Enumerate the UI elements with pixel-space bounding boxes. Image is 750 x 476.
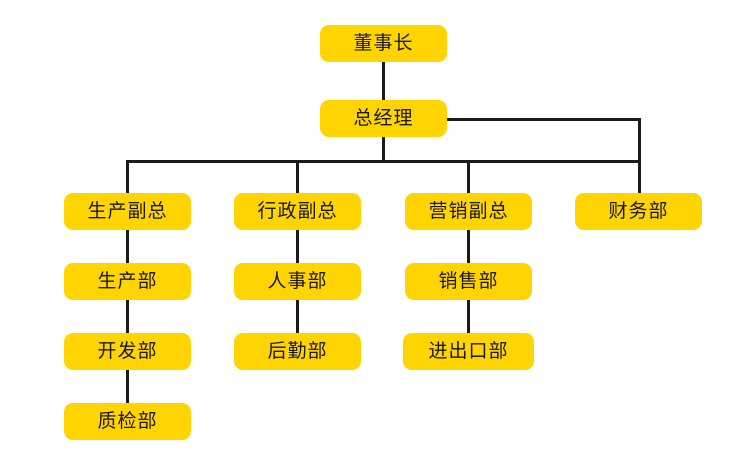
node-chairman[interactable]: 董事长: [320, 25, 447, 62]
connector-finance-drop: [638, 118, 641, 193]
node-production-vp-label: 生产副总: [87, 200, 168, 222]
connector-bus-to-admin-vp: [296, 160, 299, 193]
node-finance-dept-label: 财务部: [608, 200, 669, 222]
node-general-manager-label: 总经理: [353, 107, 414, 129]
node-marketing-vp[interactable]: 营销副总: [405, 193, 532, 230]
node-marketing-vp-label: 营销副总: [428, 200, 509, 222]
node-finance-dept[interactable]: 财务部: [575, 193, 702, 230]
node-admin-vp[interactable]: 行政副总: [234, 193, 361, 230]
connector-chairman-to-general-manager: [382, 62, 385, 100]
connector-general-manager-stub: [382, 137, 385, 163]
connector-general-manager-right-branch: [446, 118, 641, 121]
node-sales-dept-label: 销售部: [438, 270, 499, 292]
node-production-dept[interactable]: 生产部: [64, 263, 191, 300]
connector-bus-level3: [126, 160, 640, 163]
node-quality-dept-label: 质检部: [97, 410, 158, 432]
node-hr-dept-label: 人事部: [267, 270, 328, 292]
node-production-dept-label: 生产部: [97, 270, 158, 292]
node-quality-dept[interactable]: 质检部: [64, 403, 191, 440]
connector-production-vp-to-production-dept: [126, 230, 129, 263]
node-production-vp[interactable]: 生产副总: [64, 193, 191, 230]
node-sales-dept[interactable]: 销售部: [405, 263, 532, 300]
node-chairman-label: 董事长: [353, 32, 414, 54]
node-development-dept[interactable]: 开发部: [64, 333, 191, 370]
connector-admin-vp-to-hr-dept: [296, 230, 299, 263]
node-hr-dept[interactable]: 人事部: [234, 263, 361, 300]
node-logistics-dept-label: 后勤部: [267, 340, 328, 362]
node-import-export-dept-label: 进出口部: [428, 340, 509, 362]
node-admin-vp-label: 行政副总: [257, 200, 338, 222]
node-development-dept-label: 开发部: [97, 340, 158, 362]
connector-bus-to-production-vp: [126, 160, 129, 193]
connector-development-dept-to-quality-dept: [126, 370, 129, 403]
node-general-manager[interactable]: 总经理: [320, 100, 447, 137]
connector-bus-to-marketing-vp: [467, 160, 470, 193]
connector-hr-dept-to-logistics-dept: [296, 300, 299, 333]
node-logistics-dept[interactable]: 后勤部: [234, 333, 361, 370]
node-import-export-dept[interactable]: 进出口部: [403, 333, 534, 370]
connector-production-dept-to-development-dept: [126, 300, 129, 333]
connector-marketing-vp-to-sales-dept: [467, 230, 470, 263]
connector-sales-dept-to-import-export-dept: [467, 300, 470, 333]
